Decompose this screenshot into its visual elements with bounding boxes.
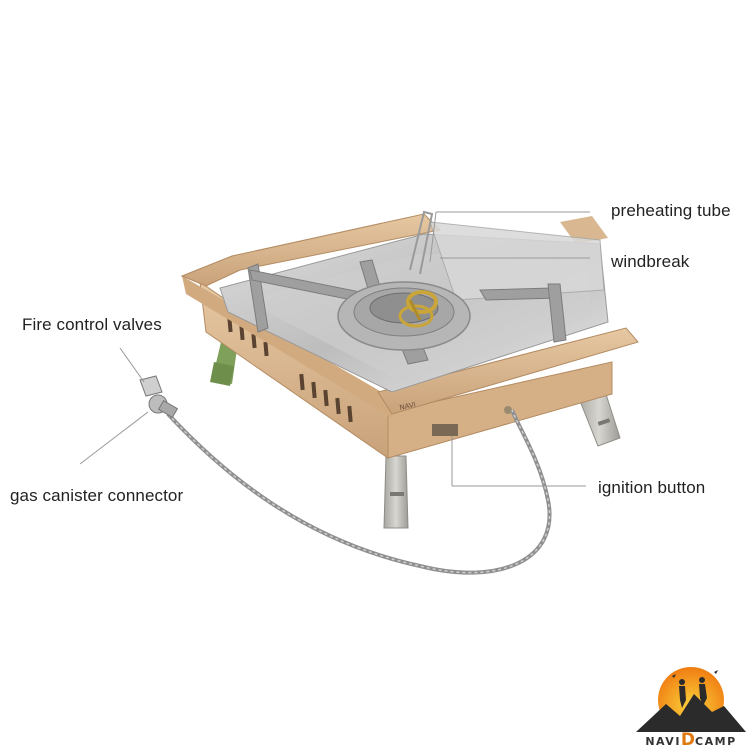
label-preheating-tube: preheating tube	[611, 201, 731, 220]
brand-logo: NAVIDCAMP	[632, 660, 750, 752]
gas-connector-valve	[139, 375, 179, 419]
svg-text:NAVI: NAVI	[399, 401, 417, 412]
gas-hose	[166, 409, 552, 575]
label-gas-canister-connector: gas canister connector	[10, 486, 184, 505]
label-ignition-button: ignition button	[598, 478, 706, 497]
label-fire-control-valves: Fire control valves	[22, 315, 162, 334]
burner	[337, 281, 471, 351]
logo-wordmark: NAVIDCAMP	[645, 730, 737, 750]
stove-leg-front	[383, 455, 409, 529]
label-windbreak: windbreak	[611, 252, 690, 271]
callout-lines	[79, 211, 590, 487]
logo-mountain-icon	[636, 667, 746, 733]
preheating-tube	[409, 210, 434, 275]
windbreak-plate	[429, 221, 605, 301]
